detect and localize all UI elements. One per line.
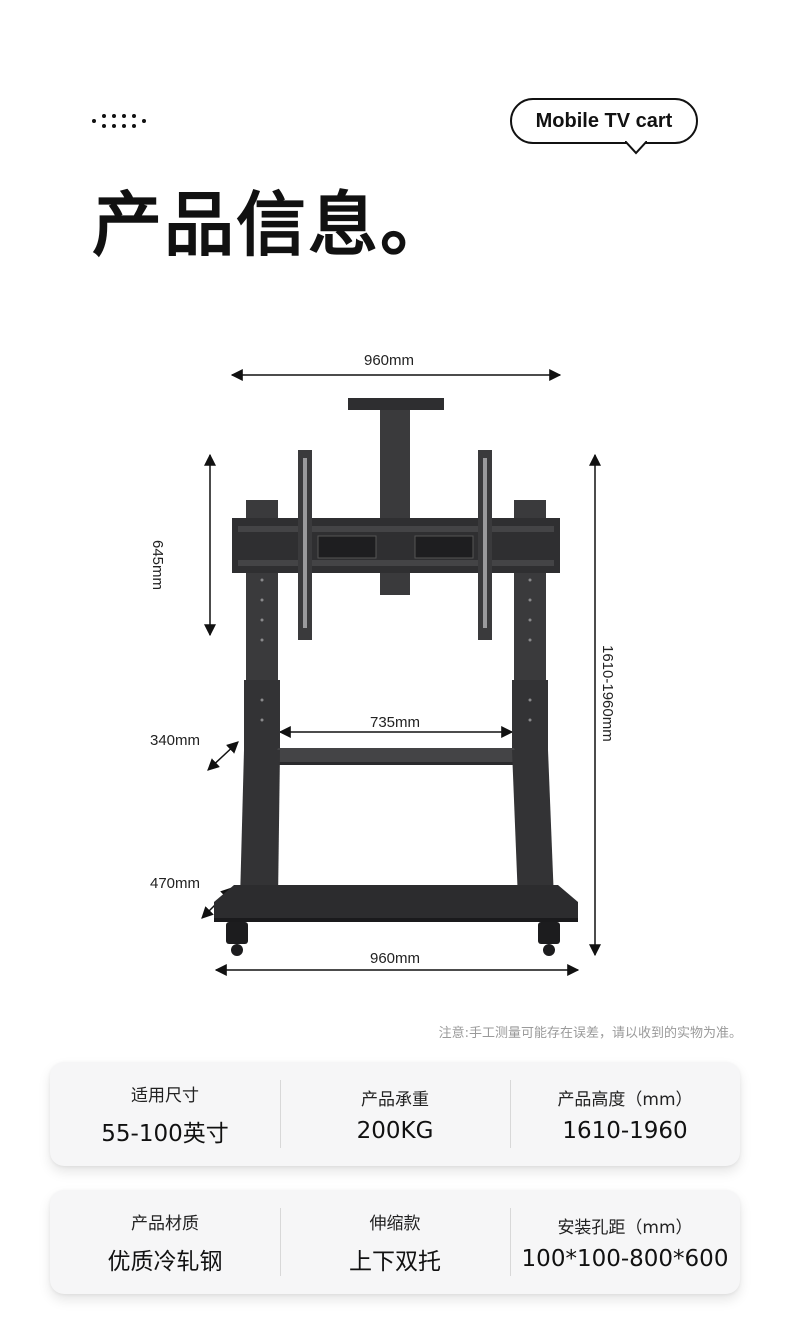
spec-item: 适用尺寸 55-100英寸 bbox=[50, 1062, 280, 1166]
spec-label: 安装孔距（mm） bbox=[557, 1217, 693, 1238]
dim-base-depth: 470mm bbox=[150, 875, 201, 892]
spec-label: 产品材质 bbox=[131, 1213, 199, 1234]
spec-label: 伸缩款 bbox=[369, 1213, 421, 1234]
product-badge: Mobile TV cart bbox=[510, 98, 698, 144]
dots-ornament bbox=[92, 112, 152, 130]
badge-text: Mobile TV cart bbox=[535, 109, 673, 132]
spec-label: 适用尺寸 bbox=[131, 1085, 199, 1106]
tv-cart-diagram: 960mm 645mm 1610-1960mm 735mm 340mm 470m… bbox=[140, 340, 640, 980]
spec-item: 产品承重 200KG bbox=[280, 1062, 510, 1166]
bubble-tail bbox=[625, 141, 647, 155]
spec-value: 100*100-800*600 bbox=[521, 1245, 729, 1272]
spec-item: 伸缩款 上下双托 bbox=[280, 1190, 510, 1294]
spec-value: 1610-1960 bbox=[562, 1117, 688, 1144]
tv-cart-illustration bbox=[201, 369, 601, 976]
spec-value: 上下双托 bbox=[349, 1248, 441, 1275]
spec-card-1: 适用尺寸 55-100英寸 产品承重 200KG 产品高度（mm） 1610-1… bbox=[50, 1062, 740, 1166]
dim-base-width: 960mm bbox=[370, 950, 421, 967]
spec-value: 200KG bbox=[356, 1117, 434, 1144]
spec-label: 产品高度（mm） bbox=[557, 1089, 693, 1110]
dim-shelf-width: 735mm bbox=[370, 714, 421, 731]
spec-value: 55-100英寸 bbox=[101, 1120, 229, 1147]
measurement-note: 注意:手工测量可能存在误差，请以收到的实物为准。 bbox=[438, 1026, 742, 1041]
spec-item: 安装孔距（mm） 100*100-800*600 bbox=[510, 1190, 740, 1294]
spec-label: 产品承重 bbox=[361, 1089, 429, 1110]
spec-card-2: 产品材质 优质冷轧钢 伸缩款 上下双托 安装孔距（mm） 100*100-800… bbox=[50, 1190, 740, 1294]
dim-shelf-depth: 340mm bbox=[150, 732, 201, 749]
dim-panel-height: 645mm bbox=[149, 540, 166, 591]
dim-top-width: 960mm bbox=[364, 352, 415, 369]
page-title: 产品信息。 bbox=[92, 184, 452, 266]
spec-value: 优质冷轧钢 bbox=[107, 1248, 223, 1275]
dim-total-height: 1610-1960mm bbox=[599, 645, 616, 742]
spec-item: 产品材质 优质冷轧钢 bbox=[50, 1190, 280, 1294]
spec-item: 产品高度（mm） 1610-1960 bbox=[510, 1062, 740, 1166]
